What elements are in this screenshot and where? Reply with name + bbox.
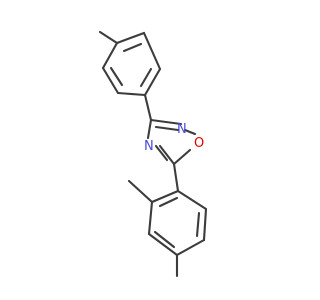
atom-label-n4: N	[144, 139, 154, 154]
bond-bottom-ring-double-1	[195, 211, 201, 238]
bond-top-ring-5	[101, 66, 120, 95]
bond-methyl-top	[98, 30, 119, 45]
bond-c3-n2-double	[154, 125, 180, 132]
molecule-canvas: N O N	[98, 30, 208, 278]
bond-bottom-ring-4	[147, 232, 179, 257]
molecule-structure: N O N	[98, 30, 208, 278]
bond-phenyl-to-c3	[143, 93, 153, 122]
bond-top-ring-double-3	[109, 66, 124, 87]
bond-n2-o1	[183, 128, 197, 136]
bond-bottom-ring-double-2	[153, 230, 176, 249]
bond-top-ring-double-2	[139, 67, 153, 88]
bond-top-ring-4	[116, 91, 147, 97]
bond-top-ring-6	[101, 41, 119, 70]
atom-label-o1: O	[194, 136, 204, 151]
bond-bottom-ring-1	[176, 189, 208, 211]
bond-bottom-ring-2	[202, 207, 208, 242]
bond-top-ring-2	[142, 31, 162, 71]
bond-bottom-ring-3	[175, 238, 206, 257]
bond-top-ring-1	[115, 31, 146, 45]
atom-label-n2: N	[177, 122, 187, 137]
bond-c5-to-phenyl	[172, 162, 180, 193]
bond-top-ring-double-1	[122, 42, 143, 53]
bond-methyl-ortho	[127, 179, 154, 204]
bond-top-ring-3	[143, 67, 162, 97]
bond-c3-n2	[149, 118, 183, 126]
bond-o1-c5	[172, 148, 192, 166]
bond-bottom-ring-double-3	[158, 196, 179, 208]
bond-bottom-ring-5	[147, 200, 154, 236]
bond-c5-n4-double	[154, 144, 169, 162]
bond-c5-n4	[158, 144, 176, 166]
bond-n4-c3	[146, 118, 153, 140]
bond-bottom-ring-6	[150, 189, 180, 204]
